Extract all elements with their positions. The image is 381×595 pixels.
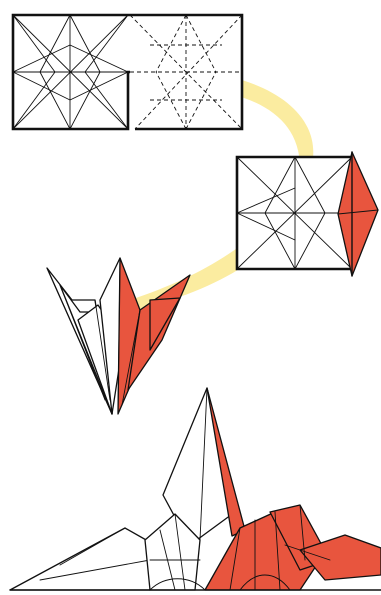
step-4-crane [10,388,381,590]
flow-arrow-upper [238,80,313,168]
step-3-bird-base [47,258,190,414]
step-2-square-base [237,152,378,276]
step-1-crease-pattern [13,15,242,129]
